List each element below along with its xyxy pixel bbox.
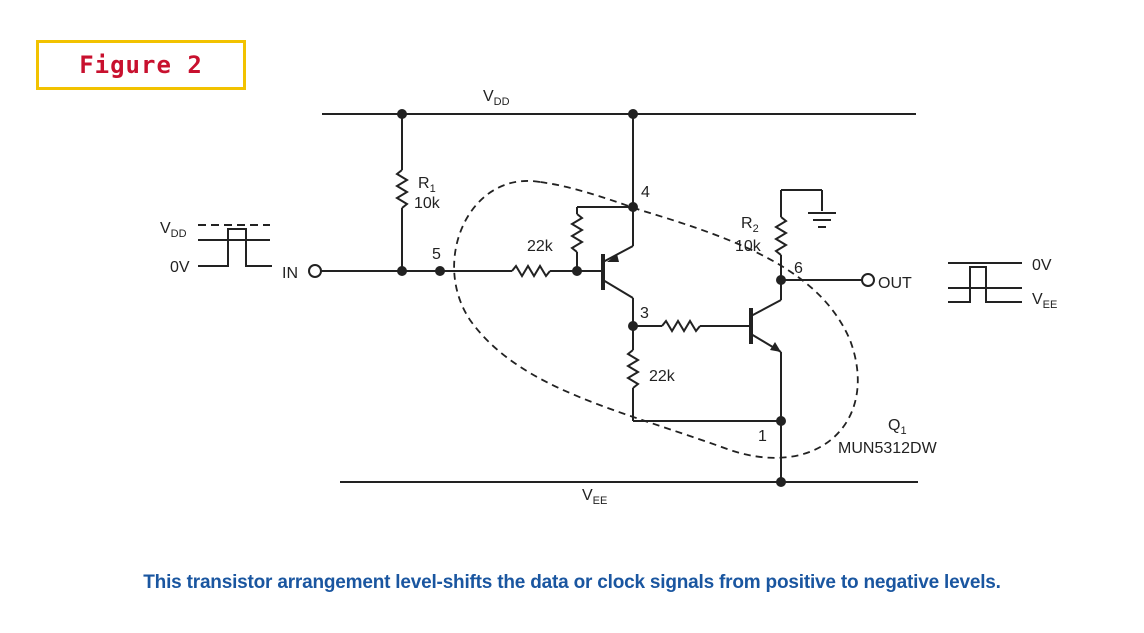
r2-value: 10k: [735, 238, 762, 255]
r1-value: 10k: [414, 195, 441, 212]
resistor-emitter-q1: [626, 349, 781, 422]
resistor-r1: [395, 114, 409, 271]
r1-label: R1: [418, 175, 436, 195]
r-emitter-value: 22k: [649, 368, 676, 385]
resistor-base-q1: [511, 264, 603, 278]
output-low-label: VEE: [1032, 291, 1057, 311]
node-6-label: 6: [794, 260, 803, 277]
q1-package-outline: [453, 180, 859, 459]
figure-caption: This transistor arrangement level-shifts…: [143, 572, 1001, 593]
node-4-label: 4: [641, 184, 650, 201]
resistor-bias-q1: [570, 206, 633, 271]
resistor-r2: [774, 189, 823, 256]
r-bias-value: 22k: [527, 238, 554, 255]
node-1: [776, 416, 786, 426]
output-port-label: OUT: [878, 275, 912, 292]
junction-vee: [776, 477, 786, 487]
node-5: [435, 266, 445, 276]
output-terminal: [861, 273, 875, 287]
resistor-base-q1b: [633, 319, 751, 333]
q1-label: Q1: [888, 417, 907, 437]
transistor-q1b: [749, 299, 782, 353]
vdd-rail-label: VDD: [483, 88, 510, 108]
input-low-label: 0V: [170, 259, 190, 276]
vee-rail-label: VEE: [582, 487, 607, 507]
figure-label: Figure 2: [36, 40, 246, 90]
transistor-q1a: [601, 245, 634, 299]
input-port-label: IN: [282, 265, 298, 282]
node-5-label: 5: [432, 246, 441, 263]
ground-icon: [808, 212, 836, 228]
q1-part-number: MUN5312DW: [838, 440, 938, 457]
node-3-label: 3: [640, 305, 649, 322]
input-terminal: [308, 264, 322, 278]
junction-r1-in: [397, 266, 407, 276]
input-high-label: VDD: [160, 220, 187, 240]
node-1-label: 1: [758, 428, 767, 445]
r2-label: R2: [741, 215, 759, 235]
input-waveform: [198, 224, 272, 267]
junction-q1a-vdd: [628, 109, 638, 119]
junction-r1-vdd: [397, 109, 407, 119]
output-waveform: [948, 262, 1022, 303]
output-high-label: 0V: [1032, 257, 1052, 274]
